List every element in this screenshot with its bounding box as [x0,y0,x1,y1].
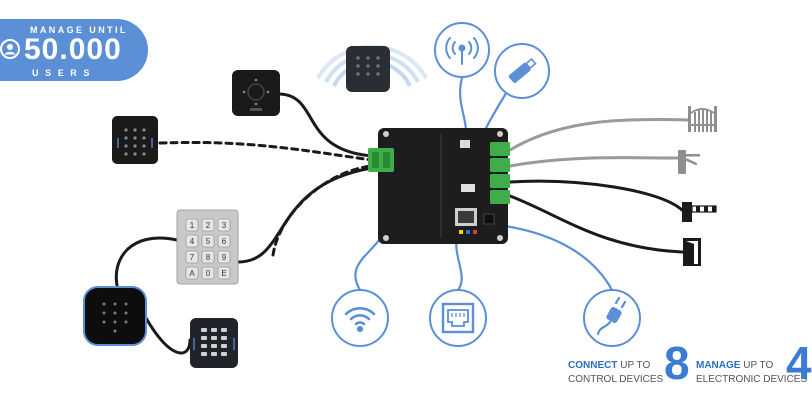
badge-top-text: MANAGE UNTIL [30,25,128,35]
capacity-footer: CONNECT UP TO CONTROL DEVICES 8 MANAGE U… [560,337,812,390]
connect-strong: CONNECT [568,360,618,371]
cable-reader-round [114,236,179,292]
reader-bottom-keypad [190,318,238,368]
keypad-key [185,266,199,280]
cable-keypad-steel [236,166,374,264]
connect-count: 8 [664,337,690,389]
wifi-circle [331,289,389,347]
keypad-key [217,250,231,264]
cable-door [508,194,684,254]
ethernet-icon [441,302,475,334]
keypad-key-label: 1 [190,221,195,230]
badge-bottom-text: USERS [32,68,97,78]
keypad-key-label: 6 [222,237,227,246]
antenna-port [460,140,470,148]
cable-turnstile [508,156,680,168]
reader-round [83,286,147,346]
reader-top [232,70,280,116]
keypad-key-label: 9 [222,253,227,262]
user-icon [0,39,20,59]
cable-wifi [354,234,384,292]
cable-reader-left-dashed [158,140,374,162]
turnstile-icon [678,150,700,174]
terminal-block-left [368,148,394,172]
connect-sub: CONTROL DEVICES [568,374,664,385]
steel-keypad: 1 2 3 4 5 6 7 8 9A 0 E [176,209,239,285]
terminal-block-right [490,142,510,156]
keypad-key [185,218,199,232]
power-plug-icon [596,296,627,336]
connect-rest: UP TO [617,360,651,371]
keypad-key [185,250,199,264]
keypad-key-label: 5 [206,237,211,246]
cable-reader-top [278,92,374,158]
status-led [459,230,463,234]
usb-circle [494,43,550,99]
controller-screw [383,235,389,241]
keypad-keys: 1 2 3 4 5 6 7 8 9A 0 E [185,218,231,280]
controller-screw [383,131,389,137]
keypad-key [217,234,231,248]
cable-reader-bottom [144,316,192,355]
keypad-key [201,218,215,232]
wifi-icon [344,307,376,333]
reader-left-keypad [112,116,158,164]
keypad-key-label: A [189,269,195,278]
door-icon [683,238,701,266]
badge-number: 50.000 [24,33,122,66]
antenna-icon [445,37,479,65]
keypad-key-label: 7 [190,253,195,262]
terminal-block-right [490,190,510,204]
manage-line: MANAGE UP TO [696,360,773,371]
keypad-key-label: 0 [206,269,211,278]
barrier-icon [682,202,717,222]
power-circle [583,289,641,347]
keypad-key-label: 8 [206,253,211,262]
keypad-key-label: 4 [190,237,195,246]
cable-keypad [210,150,372,171]
users-badge: MANAGE UNTIL 50.000 USERS [0,19,148,81]
cable-gate [508,117,690,152]
keypad-key [201,266,215,280]
keypad-key [217,218,231,232]
manage-sub: ELECTRONIC DEVICES [696,374,808,385]
cable-power [488,222,614,292]
keypad-key [201,234,215,248]
antenna-circle [434,22,490,78]
reader-wireless [316,44,428,92]
controller-unit [368,128,510,244]
power-port [483,213,495,225]
keypad-key [201,250,215,264]
status-led [473,230,477,234]
ethernet-circle [429,289,487,347]
cables [114,76,690,355]
manage-strong: MANAGE [696,360,741,371]
gate-icon [688,106,717,132]
controller-screw [497,131,503,137]
keypad-key [217,266,231,280]
terminal-block-left-slot [383,152,390,168]
cable-reader-front-dashed [271,164,374,257]
controller-body [378,128,508,244]
manage-count: 4 [786,337,812,389]
keypad-key-label: 2 [206,221,211,230]
connect-line: CONNECT UP TO [568,360,650,371]
terminal-block-right [490,174,510,188]
cable-barrier [508,179,684,212]
manage-rest: UP TO [740,360,774,371]
keypad-key [185,234,199,248]
terminal-block-right [490,158,510,172]
keypad-key-label: 3 [222,221,227,230]
usb-stick-icon [508,57,537,84]
controller-screw [497,235,503,241]
keypad-key-label: E [221,269,226,278]
ethernet-port-inner [458,211,474,223]
terminal-block-left-slot [372,152,379,168]
usb-port [461,184,475,192]
status-led [466,230,470,234]
